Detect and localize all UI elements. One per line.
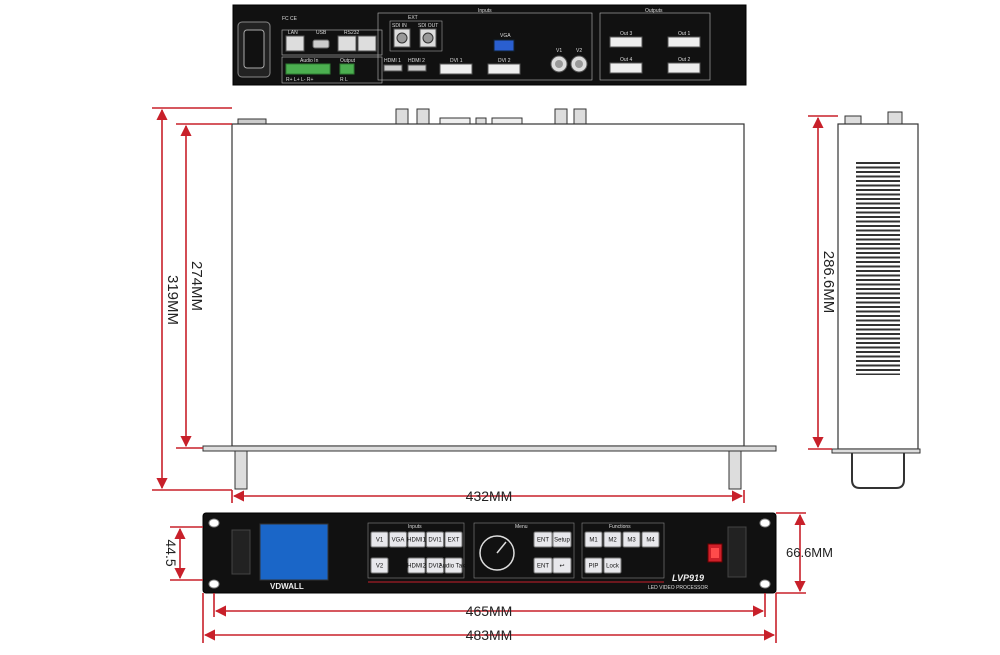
out2-label: Out 2 — [678, 57, 690, 63]
function-button-m2[interactable] — [603, 531, 622, 548]
functions-title: Functions — [609, 524, 631, 530]
input-button-dvi2[interactable] — [426, 557, 444, 574]
lan-port — [285, 35, 305, 52]
hdmi2-port — [407, 64, 427, 72]
dim-483-label: 483MM — [466, 627, 513, 643]
hdmi2-label: HDMI 2 — [408, 58, 425, 64]
ent-button-down[interactable] — [533, 557, 553, 574]
out4-label: Out 4 — [620, 57, 632, 63]
rs232-port-1 — [337, 35, 357, 52]
ent-button-up[interactable] — [533, 531, 553, 548]
ent-button-down-label: ENT — [537, 564, 549, 570]
input-button-hdmi2-label: HDMI2 — [407, 564, 426, 570]
input-button-ext-label: EXT — [448, 538, 460, 544]
input-button-v2[interactable] — [370, 557, 389, 574]
dim-286-label: 286.6MM — [820, 251, 837, 314]
out3-label: Out 3 — [620, 31, 632, 37]
dim-319-label: 319MM — [164, 275, 181, 325]
rs232-port-2 — [357, 35, 377, 52]
v1-label: V1 — [556, 48, 562, 54]
dim-274-label: 274MM — [188, 261, 205, 311]
usb-port — [312, 39, 330, 49]
input-button-dvi1-label: DVI1 — [428, 538, 442, 544]
side-view — [831, 111, 921, 489]
sdi-out-label: SDI OUT — [418, 23, 438, 29]
rear-outputs-title: Outputs — [645, 8, 663, 14]
menu-title: Menu — [515, 524, 528, 530]
function-button-lock[interactable] — [603, 557, 622, 574]
vga-label: VGA — [500, 33, 511, 39]
hdmi1-port — [383, 64, 403, 72]
model-label: LVP919 — [672, 573, 704, 583]
v2-label: V2 — [576, 48, 582, 54]
vga-port — [493, 39, 515, 52]
function-button-pip-label: PIP — [589, 564, 599, 570]
function-button-m2-label: M2 — [608, 538, 617, 544]
input-button-v2-label: V2 — [376, 564, 384, 570]
ext-label: EXT — [408, 15, 418, 21]
top-view — [202, 108, 777, 490]
sdi-in-label: SDI IN — [392, 23, 407, 29]
function-button-pip[interactable] — [584, 557, 603, 574]
model-subtitle: LED VIDEO PROCESSOR — [648, 585, 708, 591]
function-button-lock-label: Lock — [606, 564, 620, 570]
audio-in-pins: R+ L+ L- R+ — [286, 77, 313, 83]
esc-button-label: ↩ — [559, 564, 564, 570]
rear-panel: FC CE LAN USB RS232 Audio In Output R+ L… — [232, 4, 747, 86]
audio-in-terminal — [285, 63, 331, 75]
input-button-v1-label: V1 — [376, 538, 384, 544]
out2-port — [667, 62, 701, 74]
dimension-lines — [152, 107, 838, 643]
dvi1-label: DVI 1 — [450, 58, 463, 64]
dim-465-label: 465MM — [466, 603, 513, 619]
input-button-hdmi1[interactable] — [407, 531, 426, 548]
input-button-vga[interactable] — [389, 531, 407, 548]
audio-output-label: Output — [340, 58, 356, 64]
input-button-vga-label: VGA — [392, 538, 405, 544]
dvi1-port — [439, 63, 473, 75]
audio-out-pins: R L — [340, 77, 348, 83]
ent-button-up-label: ENT — [537, 538, 549, 544]
input-button-ext[interactable] — [444, 531, 463, 548]
rs232-label: RS232 — [344, 30, 360, 36]
dim-66-label: 66.6MM — [786, 545, 833, 560]
rear-inputs-title: Inputs — [478, 8, 492, 14]
hdmi1-label: HDMI 1 — [384, 58, 401, 64]
setup-button[interactable] — [552, 531, 572, 548]
brand-label: VDWALL — [270, 582, 304, 591]
setup-button-label: Setup — [554, 538, 570, 544]
out4-port — [609, 62, 643, 74]
esc-button[interactable] — [552, 557, 572, 574]
input-button-dvi2-label: DVI2 — [428, 564, 442, 570]
audio-take-button-label: Audio Take — [439, 564, 469, 570]
logos-label: FC CE — [282, 16, 298, 22]
function-button-m3-label: M3 — [627, 538, 636, 544]
lcd-screen — [259, 523, 329, 581]
input-button-hdmi2[interactable] — [407, 557, 426, 574]
input-button-dvi1[interactable] — [426, 531, 444, 548]
function-button-m4[interactable] — [641, 531, 660, 548]
function-button-m1[interactable] — [584, 531, 603, 548]
audio-take-button[interactable] — [444, 557, 463, 574]
function-button-m3[interactable] — [622, 531, 641, 548]
lan-label: LAN — [288, 30, 298, 36]
input-button-v1[interactable] — [370, 531, 389, 548]
front-inputs-title: Inputs — [408, 524, 422, 530]
dvi2-label: DVI 2 — [498, 58, 511, 64]
out1-label: Out 1 — [678, 31, 690, 37]
dim-44-label: 44.5 — [163, 539, 179, 566]
out1-port — [667, 36, 701, 48]
usb-label: USB — [316, 30, 327, 36]
audio-in-label: Audio In — [300, 58, 319, 64]
function-button-m4-label: M4 — [646, 538, 655, 544]
dim-432-label: 432MM — [466, 488, 513, 504]
audio-out-terminal — [339, 63, 355, 75]
out3-port — [609, 36, 643, 48]
function-button-m1-label: M1 — [589, 538, 598, 544]
dvi2-port — [487, 63, 521, 75]
input-button-hdmi1-label: HDMI1 — [407, 538, 426, 544]
